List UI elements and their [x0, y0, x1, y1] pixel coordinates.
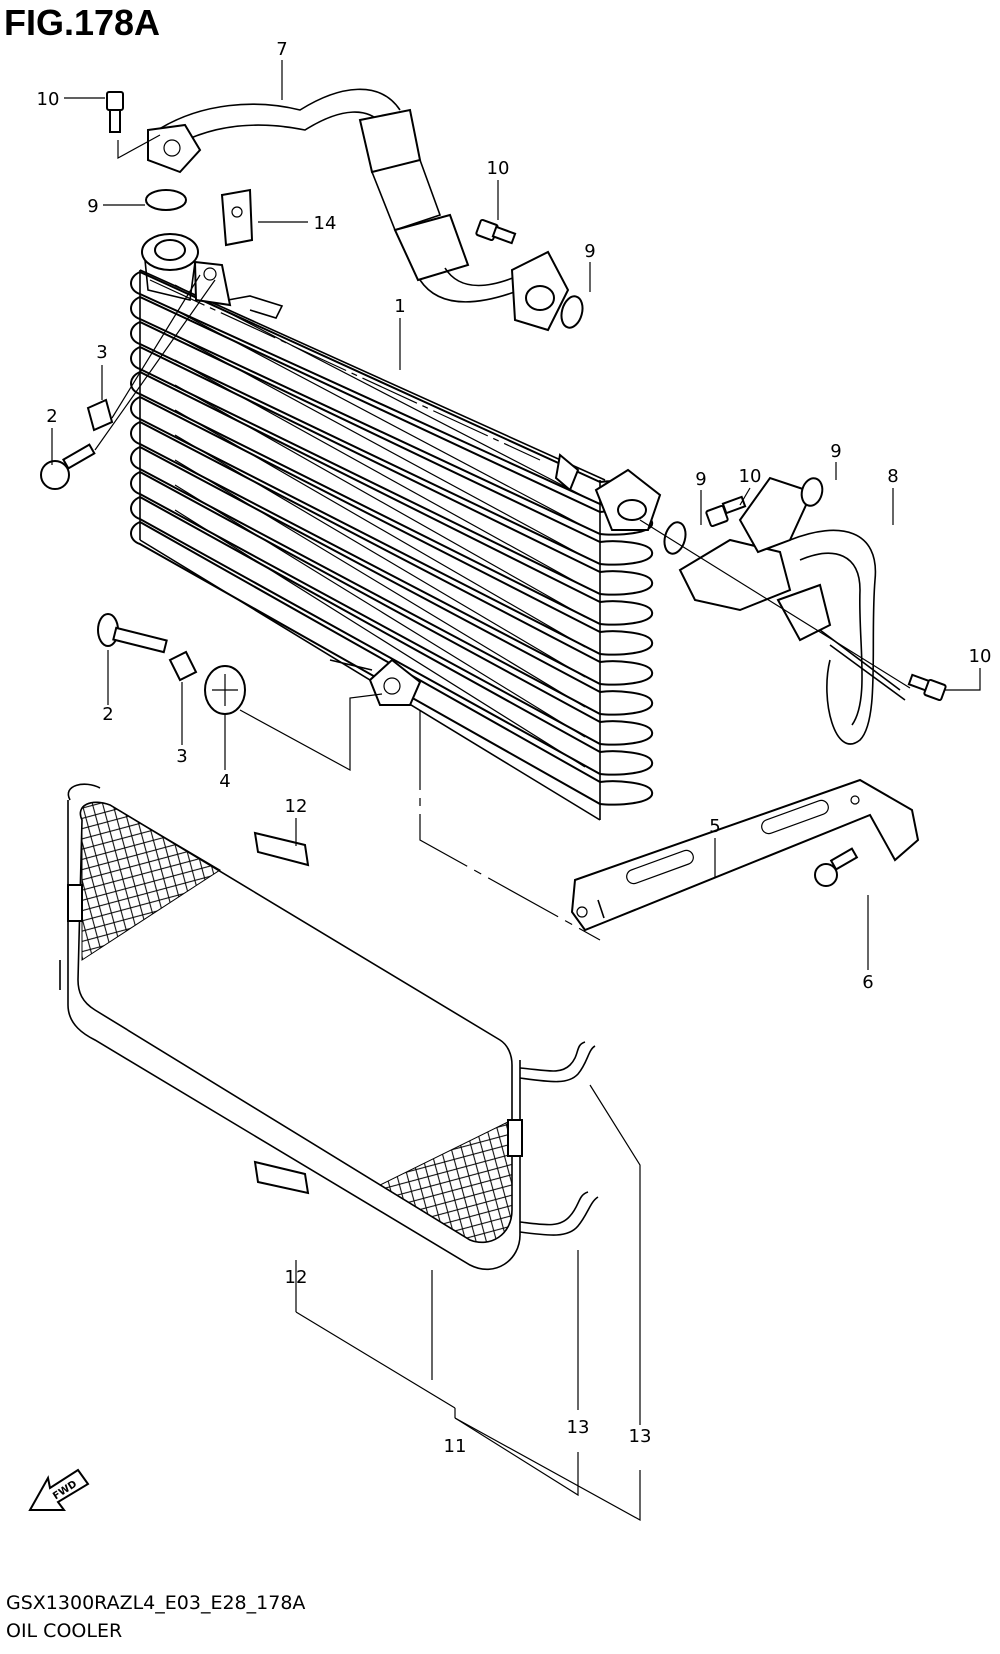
cooler-fin-detail	[174, 459, 586, 708]
guard-tab-right	[507, 1119, 523, 1157]
cooler-fin-detail	[174, 409, 586, 648]
callout-4: 4	[219, 771, 230, 792]
cooler-fin-detail	[174, 384, 586, 618]
cooler-fin	[130, 345, 653, 596]
callout-10-c: 10	[739, 466, 762, 487]
callout-9-c: 9	[695, 469, 706, 490]
diagram-name: OIL COOLER	[6, 1620, 123, 1642]
pad-12-upper	[253, 831, 310, 867]
cooler-fin	[130, 420, 653, 686]
callout-6: 6	[862, 972, 873, 993]
callout-labels: 7 10 9 14 10 9 1 3 2 9 10 8 9 10 2 3 4 1…	[37, 39, 992, 1457]
guard-tab-left	[67, 884, 83, 922]
cooler-fin	[130, 445, 653, 716]
o-ring-9-a	[145, 189, 187, 211]
cooler-fin-detail	[174, 359, 586, 588]
callout-13-b: 13	[629, 1426, 652, 1447]
cooler-fin	[130, 470, 653, 746]
cooler-fin-detail	[174, 434, 586, 678]
o-ring-9-d	[800, 477, 824, 507]
oil-cooler-bracket	[570, 778, 920, 932]
callout-12-a: 12	[285, 796, 308, 817]
callout-10-d: 10	[969, 646, 992, 667]
callout-5: 5	[709, 816, 720, 837]
callout-11: 11	[444, 1436, 467, 1457]
bolt-6	[814, 847, 859, 887]
o-ring-9-b	[560, 295, 584, 329]
callout-7: 7	[276, 39, 287, 60]
collar-3-upper	[86, 398, 114, 432]
callout-10-a: 10	[37, 89, 60, 110]
callout-9-a: 9	[87, 196, 98, 217]
bolt-10-upper-mid	[475, 218, 517, 245]
bolt-2-upper	[40, 443, 96, 490]
bolt-10-upper-left	[106, 91, 124, 133]
bolt-2-lower	[97, 613, 168, 654]
cooler-fin	[130, 495, 653, 776]
oil-hose-right	[678, 476, 906, 745]
callout-14: 14	[314, 213, 337, 234]
small-hardware	[40, 91, 947, 1195]
callout-3-a: 3	[96, 342, 107, 363]
cooler-fin-detail	[174, 309, 586, 528]
cooler-fin	[130, 395, 653, 656]
leader-lines	[51, 60, 981, 1522]
callout-12-b: 12	[285, 1267, 308, 1288]
collar-3-lower	[168, 650, 198, 682]
oil-cooler-guard	[59, 783, 599, 1271]
bolt-10-right	[907, 673, 947, 702]
callout-9-b: 9	[584, 241, 595, 262]
cooler-fin	[130, 520, 653, 806]
callout-2-b: 2	[102, 704, 113, 725]
callout-13-a: 13	[567, 1417, 590, 1438]
model-code: GSX1300RAZL4_E03_E28_178A	[6, 1592, 306, 1614]
cooler-fin-detail	[174, 334, 586, 558]
callout-9-d: 9	[830, 441, 841, 462]
cooler-fin	[130, 370, 653, 626]
bolt-10-right-mid	[705, 495, 747, 528]
oil-cooler-core	[130, 233, 662, 821]
o-ring-9-c	[663, 521, 687, 555]
oil-hose-upper	[147, 88, 570, 332]
pad-12-lower	[253, 1160, 310, 1195]
figure-title: FIG.178A	[4, 2, 161, 43]
fwd-arrow-icon: FWD	[28, 1468, 90, 1511]
cooler-fin-detail	[174, 509, 586, 768]
callout-1: 1	[394, 296, 405, 317]
callout-10-b: 10	[487, 158, 510, 179]
callout-8: 8	[887, 466, 898, 487]
callout-2-a: 2	[46, 406, 57, 427]
cooler-fin-detail	[174, 484, 586, 738]
cooler-fin	[130, 320, 653, 566]
callout-3-b: 3	[176, 746, 187, 767]
cooler-fin-detail	[174, 284, 586, 498]
